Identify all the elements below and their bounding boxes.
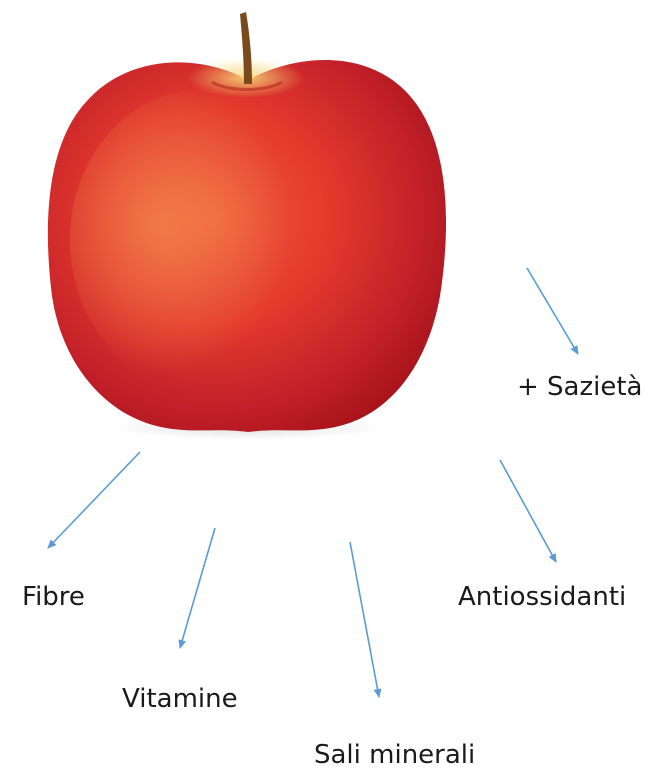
arrow-antiossidanti: [500, 460, 556, 562]
label-fibre: Fibre: [22, 584, 85, 610]
arrow-sazieta: [527, 268, 578, 354]
label-sali-minerali: Sali minerali: [314, 742, 475, 768]
apple-highlight: [70, 90, 330, 390]
apple-illustration: [48, 12, 446, 440]
label-antiossidanti: Antiossidanti: [458, 584, 626, 610]
arrow-sali-minerali: [350, 542, 379, 697]
label-vitamine: Vitamine: [122, 686, 238, 712]
label-sazieta: + Sazietà: [517, 374, 642, 400]
arrow-vitamine: [180, 528, 215, 648]
arrow-fibre: [48, 452, 140, 548]
